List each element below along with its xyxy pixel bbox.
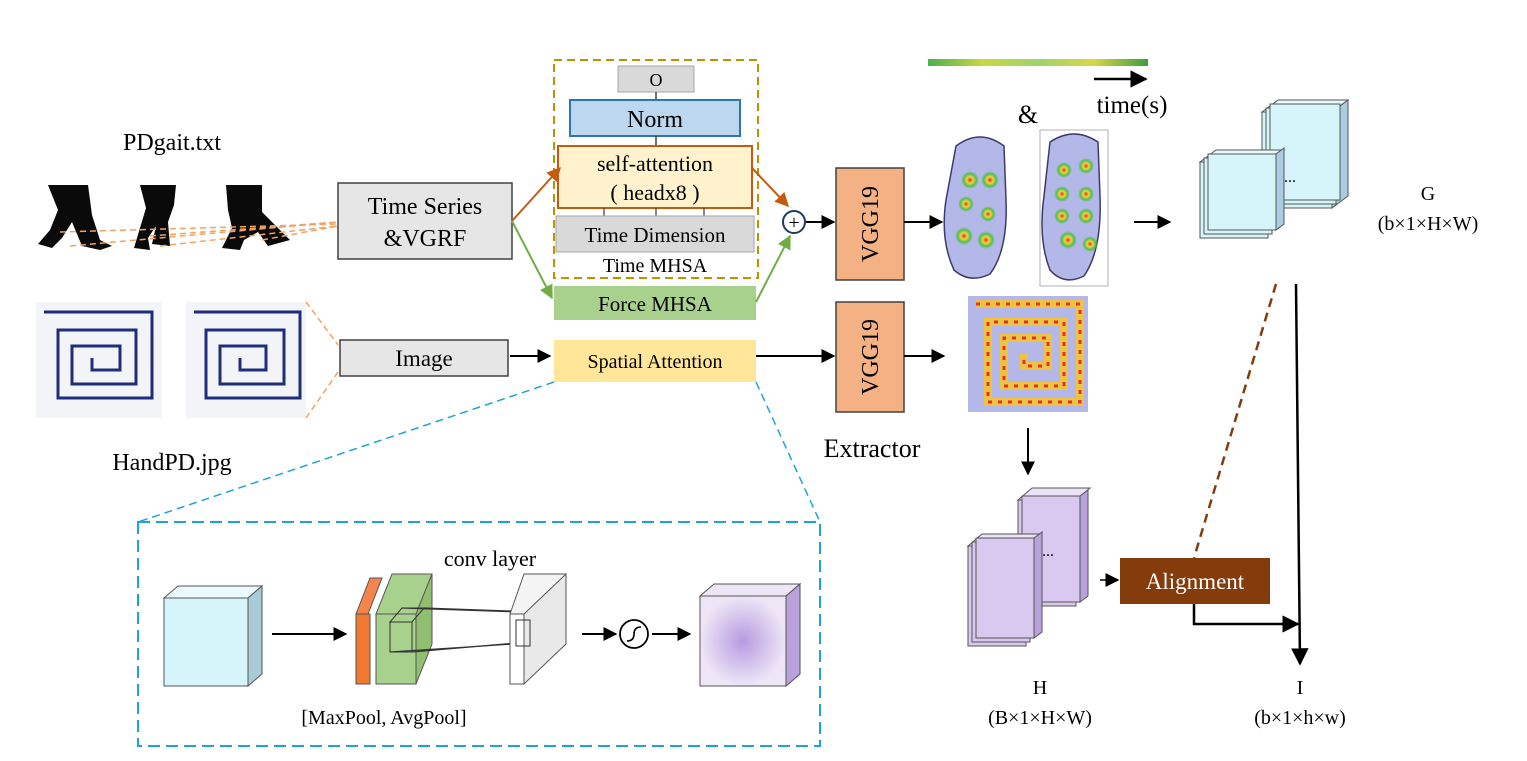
vgg19-top-label: VGG19 [858,186,884,262]
g-dots: ... [1284,169,1296,186]
timeseries-to-force-arrow [511,220,553,300]
time-mhsa-label: Time MHSA [603,255,708,277]
h-dims: (B×1×H×W) [988,707,1092,729]
timeseries-to-selfattention-arrow [511,166,561,222]
attention-output-cube [698,582,802,688]
sigmoid-icon [619,619,649,649]
conv-layer-label: conv layer [444,546,537,571]
spiral-connector-lines [305,301,339,419]
spatial-attention-box [554,340,756,382]
g-feature-stack [1198,99,1350,239]
i-dims: (b×1×h×w) [1254,707,1346,729]
time-axis-label: time(s) [1097,92,1168,119]
time-pressure-bar [928,59,1148,66]
self-attention-label-1: self-attention [597,151,713,176]
spiral-heatmap-icon [968,296,1088,412]
spatial-attention-detail-box [137,521,821,747]
spiral-drawing-icon [36,302,306,418]
ampersand-label: & [1018,100,1038,129]
detail-callout-right [755,381,821,523]
time-dimension-label: Time Dimension [585,223,726,247]
time-dimension-box [555,215,755,253]
selfattention-to-sum-arrow [751,167,789,208]
detail-callout-left [137,381,555,523]
vgg19-bottom-label: VGG19 [858,319,884,395]
sum-symbol: + [788,212,799,234]
pool-layers [355,573,433,685]
h-dots: ... [1042,543,1054,560]
force-to-sum-arrow [755,234,791,303]
image-box [339,339,509,377]
pool-label: [MaxPool, AvgPool] [301,707,466,729]
sum-node [782,210,806,234]
g-dims: (b×1×H×W) [1378,213,1478,235]
time-series-box [337,182,513,260]
vgg19-top-box [835,167,905,281]
image-label: Image [395,346,452,371]
i-label: I [1297,677,1304,699]
time-series-label-1: Time Series [368,194,482,220]
h-label: H [1033,677,1047,699]
input-feature-cube [162,584,264,688]
norm-box [569,99,741,137]
attention-head-ticks [603,208,705,216]
time-series-label-2: &VGRF [384,226,467,252]
gait-connector-lines [59,221,339,247]
output-o-box [617,65,695,93]
pdgait-file-label: PDgait.txt [123,130,221,156]
walking-silhouette-icon [38,185,290,250]
force-mhsa-label: Force MHSA [598,292,713,316]
h-feature-stack [966,487,1092,647]
self-attention-box [557,145,753,209]
handpd-file-label: HandPD.jpg [112,450,231,476]
norm-label: Norm [627,107,683,133]
self-attention-label-2: ( headx8 ) [610,180,699,205]
conv-output-layer [509,572,567,686]
alignment-to-i-arrow [1192,604,1300,633]
spatial-attention-label: Spatial Attention [588,351,723,373]
g-label: G [1421,183,1435,205]
foot-pressure-heatmap-icon [943,129,1109,287]
vgg19-bottom-box [835,301,905,413]
g-to-i-arrow [1291,283,1309,666]
force-mhsa-box [554,286,756,320]
alignment-box [1120,558,1270,604]
alignment-label: Alignment [1146,569,1245,594]
extractor-label: Extractor [824,434,921,463]
g-to-alignment-dashed [1192,283,1278,559]
output-o-label: O [650,70,663,90]
